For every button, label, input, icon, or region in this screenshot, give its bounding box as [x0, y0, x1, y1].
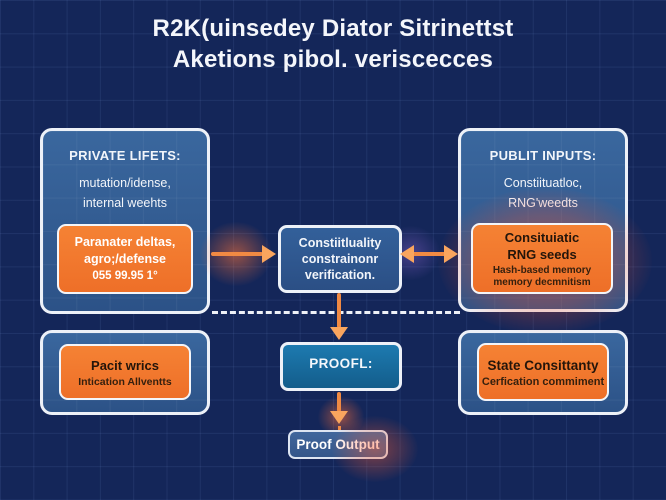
private-panel-sub1: mutation/idense, [79, 176, 171, 190]
parameter-deltas-line2: agro;/defense [84, 252, 166, 266]
diagram-title-line1: R2K(uinsedey Diator Sitrinettst [152, 15, 514, 42]
proof-box-label: PROOFL: [309, 356, 373, 371]
state-consistency-box: State Consittanty Cerfication commiment [477, 343, 609, 401]
arrow-tail-dash [338, 426, 341, 430]
metrics-line1: Pacit wrics [91, 357, 159, 373]
proof-output-box: Proof Output [288, 430, 388, 459]
public-panel-sub1: Constiituatloc, [503, 176, 583, 190]
rng-seeds-line4: memory decmnitism [493, 276, 591, 288]
private-panel-header: PRIVATE LIFETS: [69, 148, 181, 163]
verification-line2: constrainonr [301, 252, 379, 266]
public-panel-sub2: RNG'weedts [508, 196, 578, 210]
metrics-line2: Intication Allventts [78, 375, 172, 388]
state-line2: Cerfication commiment [481, 375, 605, 388]
parameter-deltas-line3: 055 99.95 1° [92, 270, 158, 282]
public-panel-header: PUBLIT INPUTS: [489, 148, 597, 163]
metrics-box: Pacit wrics Intication Allventts [59, 344, 191, 400]
arrow-left-icon [400, 245, 414, 263]
arrow-right-icon [444, 245, 458, 263]
proof-output-label: Proof Output [296, 437, 380, 452]
parameter-deltas-line1: Paranater deltas, [74, 235, 176, 249]
rng-seeds-line2: RNG seeds [507, 246, 577, 262]
parameter-deltas-box: Paranater deltas, agro;/defense 055 99.9… [57, 224, 193, 294]
state-line1: State Consittanty [487, 357, 599, 373]
arrow-right-icon [262, 245, 276, 263]
rng-seeds-line1: Consituiatic [504, 229, 580, 245]
arrow-down-icon [330, 411, 348, 424]
boundary-dashed-line [212, 311, 460, 314]
rng-seeds-line3: Hash-based memory [492, 264, 592, 276]
verification-line3: verification. [304, 268, 376, 282]
constraint-verification-box: Constiitluality constrainonr verificatio… [278, 225, 402, 293]
verification-line1: Constiitluality [298, 236, 382, 250]
rng-seeds-box: Consituiatic RNG seeds Hash-based memory… [471, 223, 613, 294]
diagram-title-line2: Aketions pibol. veriscecces [172, 46, 494, 73]
private-panel-sub2: internal weehts [82, 196, 168, 210]
diagram-title: R2K(uinsedey Diator Sitrinettst Aketions… [0, 13, 666, 75]
arrow-down-icon [330, 327, 348, 340]
proof-box: PROOFL: [280, 342, 402, 391]
